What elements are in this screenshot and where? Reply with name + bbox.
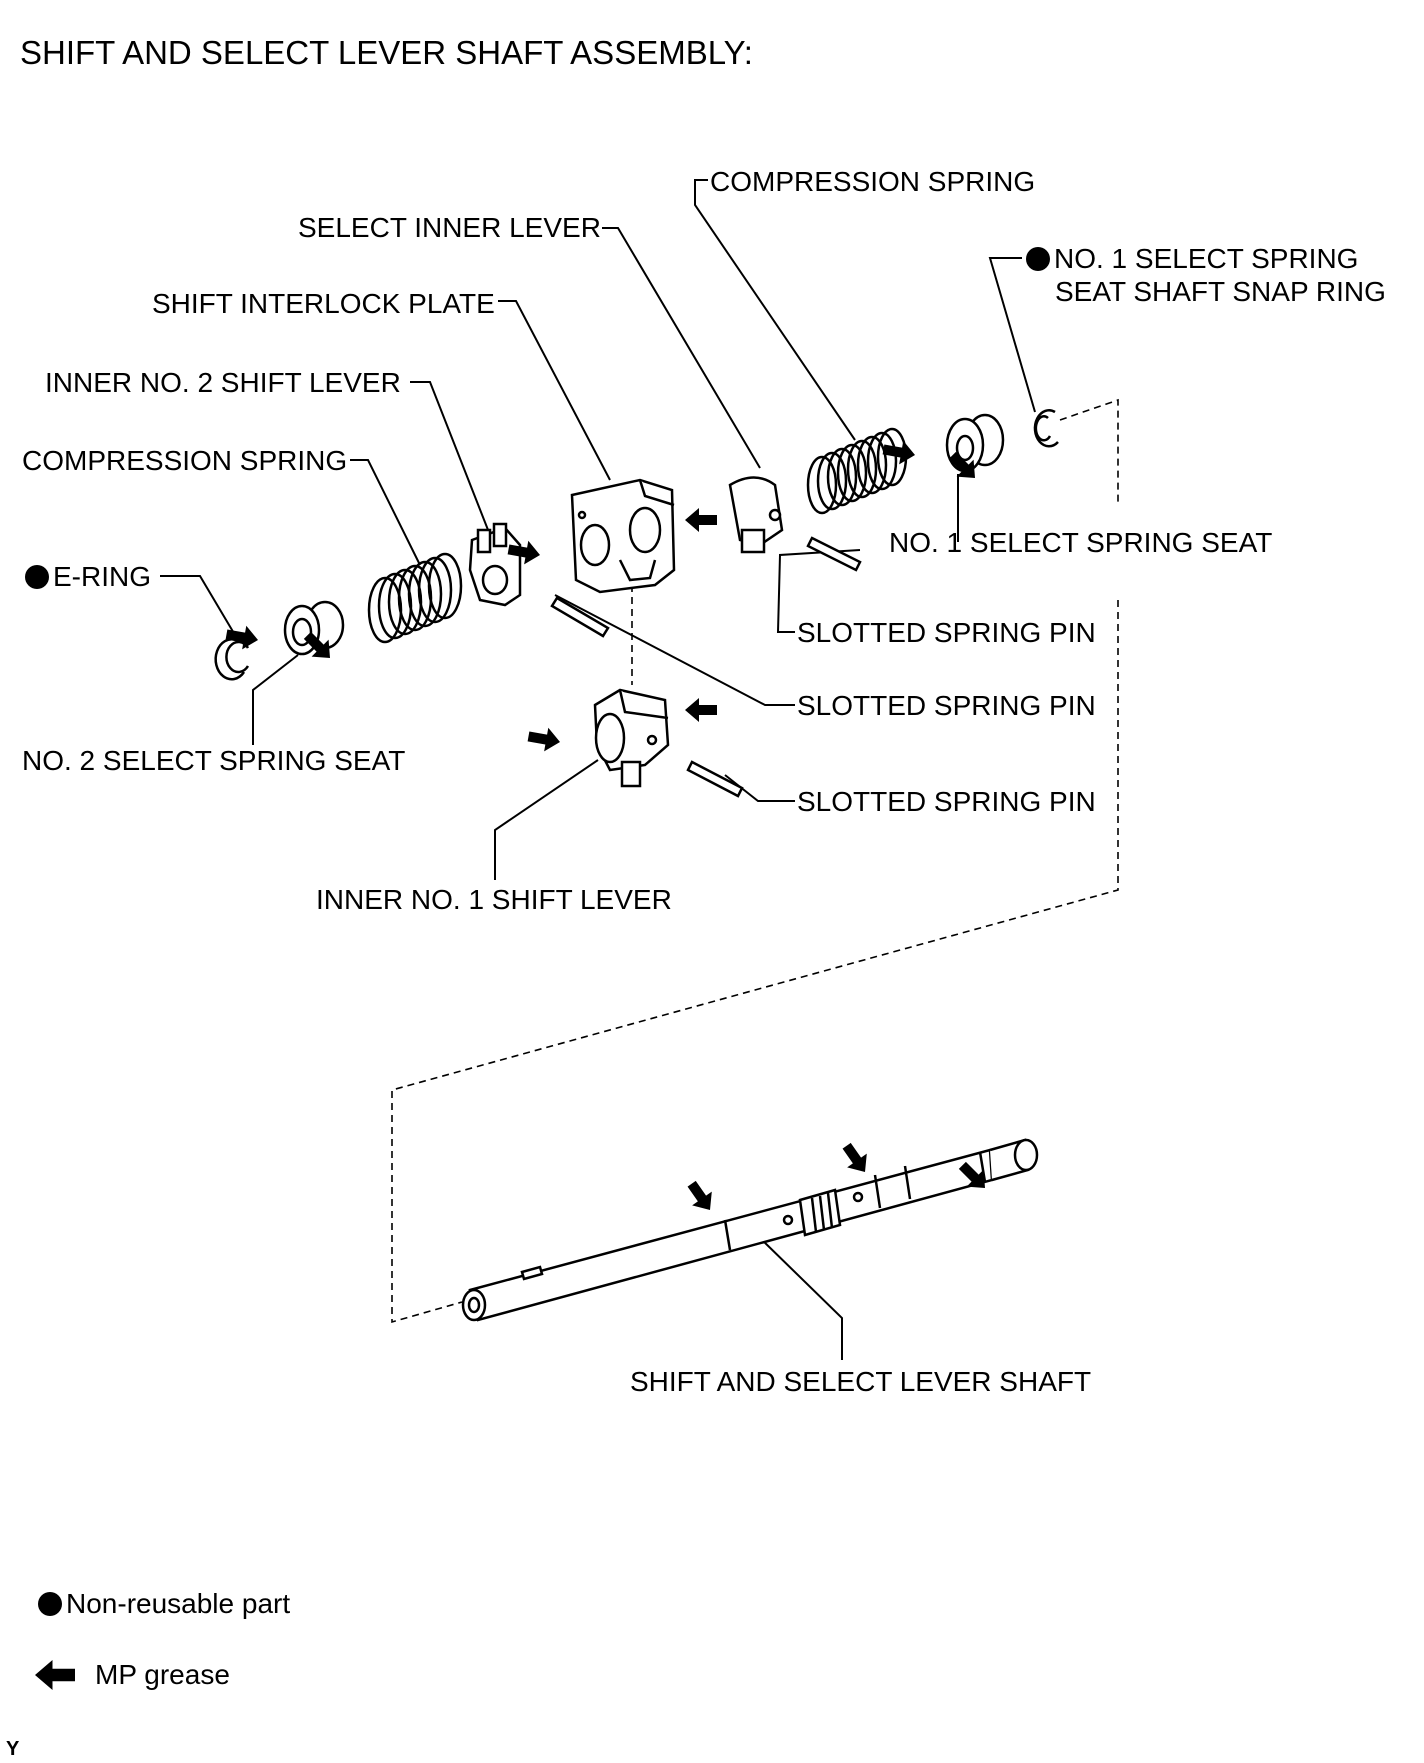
select-inner-lever-part (728, 476, 784, 554)
leader-snap-ring (988, 257, 1036, 413)
label-lever-shaft: SHIFT AND SELECT LEVER SHAFT (630, 1366, 1092, 1397)
inner-no2-shift-lever-part (468, 522, 522, 607)
label-compression-spring-left: COMPRESSION SPRING (22, 445, 348, 476)
e-ring-part (214, 638, 250, 681)
label-slotted-spring-pin-2: SLOTTED SPRING PIN (797, 690, 1096, 721)
no2-select-spring-seat-part (283, 600, 345, 656)
leader-inner-no2-shift-lever (410, 381, 491, 536)
label-no1-select-spring-seat: NO. 1 SELECT SPRING SEAT (889, 527, 1273, 558)
label-inner-no2-shift-lever: INNER NO. 2 SHIFT LEVER (45, 367, 401, 398)
label-inner-no1-shift-lever: INNER NO. 1 SHIFT LEVER (316, 884, 672, 915)
legend-non-reusable-text: Non-reusable part (66, 1588, 291, 1619)
leader-inner-no1-shift-lever (494, 759, 599, 880)
legend-non-reusable: Non-reusable part (38, 1588, 290, 1620)
snap-ring-part (1033, 409, 1059, 448)
leader-lever-shaft (759, 1237, 843, 1360)
leader-no2-select-spring-seat (252, 654, 299, 745)
non-reusable-dot-icon (38, 1592, 62, 1616)
slotted-spring-pins (550, 536, 862, 798)
legend-grease-arrow-icon (35, 1660, 75, 1690)
compression-spring-top-part (806, 427, 908, 515)
label-snap-ring-line2: SEAT SHAFT SNAP RING (1055, 276, 1386, 307)
label-shift-interlock-plate: SHIFT INTERLOCK PLATE (152, 288, 495, 319)
label-slotted-spring-pin-3: SLOTTED SPRING PIN (797, 786, 1096, 817)
leader-slotted-pin-2 (554, 594, 795, 706)
compression-spring-left-part (367, 552, 463, 644)
non-reusable-dot-icon (25, 565, 49, 589)
leader-compression-spring-left (350, 459, 421, 566)
leader-select-inner-lever (602, 227, 761, 469)
shift-interlock-plate-part (570, 478, 676, 594)
legend-mp-grease-text: MP grease (95, 1659, 230, 1690)
alignment-dashed-lines (391, 398, 1119, 1324)
label-snap-ring-line1: NO. 1 SELECT SPRING (1054, 243, 1359, 274)
lever-shaft-part (461, 1138, 1039, 1322)
page-title: SHIFT AND SELECT LEVER SHAFT ASSEMBLY: (20, 34, 753, 71)
corner-mark: Y (6, 1738, 20, 1760)
leader-compression-spring-top (694, 179, 856, 441)
leader-e-ring (160, 575, 236, 636)
inner-no1-shift-lever-part (593, 688, 670, 788)
label-snap-ring: NO. 1 SELECT SPRING (1026, 245, 1358, 273)
non-reusable-dot-icon (1026, 247, 1050, 271)
label-compression-spring-top: COMPRESSION SPRING (710, 166, 1036, 197)
label-e-ring-text: E-RING (53, 561, 151, 592)
label-no2-select-spring-seat: NO. 2 SELECT SPRING SEAT (22, 745, 406, 776)
label-slotted-spring-pin-1: SLOTTED SPRING PIN (797, 617, 1096, 648)
leader-shift-interlock-plate (498, 300, 611, 481)
label-e-ring: E-RING (25, 563, 151, 591)
label-select-inner-lever: SELECT INNER LEVER (298, 212, 601, 243)
